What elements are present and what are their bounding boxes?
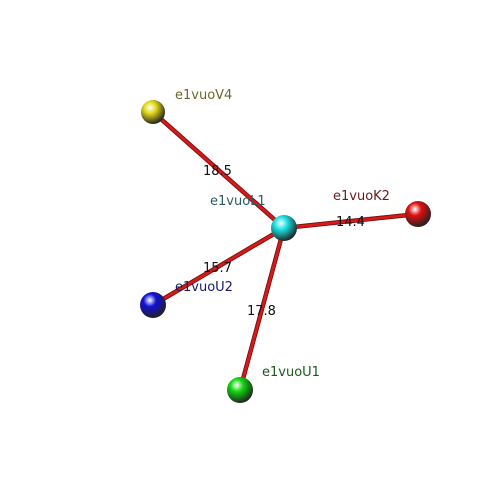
- node-label-e1vuoK2: e1vuoK2: [333, 189, 390, 204]
- node-labels-layer: e1vuoL1 e1vuoV4 e1vuoK2 e1vuoU2 e1vuoU1: [175, 88, 390, 380]
- edge-labels-layer: 18.5 14.4 15.7 17.8: [203, 164, 365, 319]
- node-e1vuoU2: [140, 292, 166, 318]
- node-e1vuoL1: [271, 215, 297, 241]
- node-label-e1vuoV4: e1vuoV4: [175, 88, 232, 103]
- edges-layer: [150, 109, 421, 393]
- node-e1vuoK2: [405, 201, 431, 227]
- node-label-e1vuoL1: e1vuoL1: [210, 194, 266, 209]
- node-e1vuoV4: [141, 100, 165, 124]
- edge-length-label-e1vuoU1: 17.8: [247, 304, 276, 319]
- edge-length-label-e1vuoU2: 15.7: [203, 261, 232, 276]
- node-label-e1vuoU1: e1vuoU1: [262, 365, 320, 380]
- edge-e1vuoL1-e1vuoV4: [151, 110, 286, 230]
- edge-length-label-e1vuoK2: 14.4: [336, 215, 365, 230]
- edge-length-label-e1vuoV4: 18.5: [203, 164, 232, 179]
- node-e1vuoU1: [227, 377, 253, 403]
- edge-e1vuoL1-e1vuoU2: [151, 226, 286, 307]
- nodes-layer: [140, 100, 431, 403]
- edge-e1vuoL1-e1vuoK2: [282, 212, 420, 230]
- node-label-e1vuoU2: e1vuoU2: [175, 280, 233, 295]
- edge-e1vuoL1-e1vuoU1: [238, 226, 286, 392]
